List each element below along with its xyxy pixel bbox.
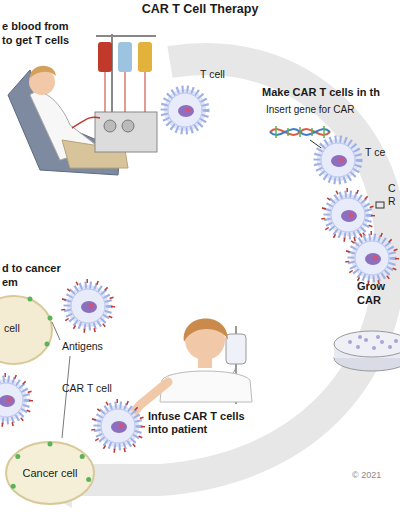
- step-label: to get T cells: [2, 34, 69, 47]
- step-label: Make CAR T cells in th: [262, 86, 380, 99]
- cancer-scene: [0, 281, 143, 451]
- step-label: e blood from: [2, 20, 69, 33]
- cycle-arrow: [22, 59, 391, 508]
- t-cell: [164, 89, 206, 131]
- step-label: d to cancer: [2, 262, 61, 275]
- step-label: cell: [4, 322, 20, 335]
- step-label: Antigens: [62, 340, 103, 353]
- step-label: CAR: [357, 294, 381, 307]
- step-label: T ce: [365, 146, 385, 159]
- step-label: T cell: [200, 68, 225, 81]
- step-label: Insert gene for CAR: [266, 104, 354, 116]
- cancer-cell: Cancer cell: [4, 440, 96, 506]
- step-label: C: [388, 182, 396, 195]
- step-label: Infuse CAR T cells into patient: [148, 410, 266, 436]
- apheresis-scene: [8, 34, 157, 175]
- step-label: CAR T cell: [62, 382, 112, 395]
- lab-scene: [270, 126, 400, 371]
- step-label: © 2021: [352, 470, 381, 481]
- cell-label: Cancer cell: [4, 467, 96, 479]
- step-label: em: [2, 276, 18, 289]
- diagram-title: CAR T Cell Therapy: [0, 2, 400, 17]
- step-label: R: [388, 195, 396, 208]
- step-label: Grow: [357, 280, 385, 293]
